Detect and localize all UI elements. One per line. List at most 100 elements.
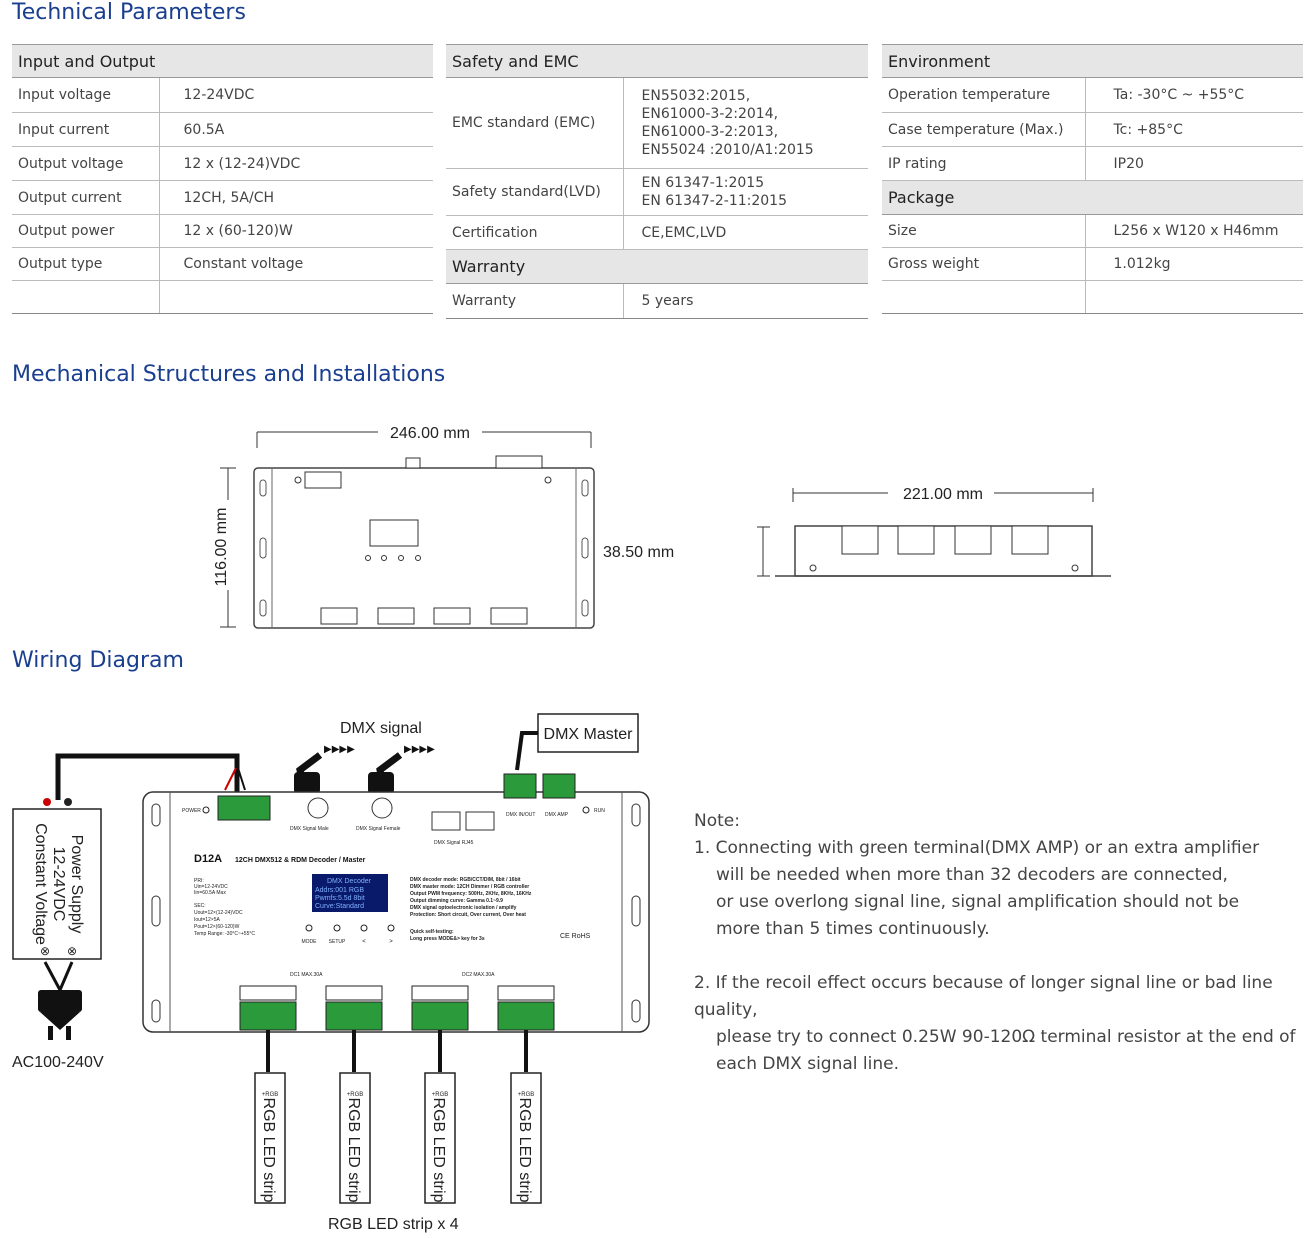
strip-count-label: RGB LED strip x 4 <box>328 1216 459 1233</box>
width-dimension: 246.00 mm <box>390 425 470 442</box>
svg-text:DMX Signal Male: DMX Signal Male <box>290 826 329 832</box>
output-terminal <box>497 985 555 1031</box>
psu-line: 12-24VDC <box>50 847 67 922</box>
svg-text:Iin=60.5A Max: Iin=60.5A Max <box>194 890 226 896</box>
io-value: 12 x (60-120)W <box>159 214 433 248</box>
mechanical-drawing: 246.00 mm 116.00 mm 38.50 mm 221.00 mm <box>213 425 1111 629</box>
svg-text:Protection: Short circuit, Ove: Protection: Short circuit, Over current,… <box>410 912 526 918</box>
emc-label: EMC standard (EMC) <box>446 77 624 169</box>
svg-text:DMX IN/OUT: DMX IN/OUT <box>506 812 535 818</box>
depth-dimension: 38.50 mm <box>603 544 674 561</box>
power-supply <box>12 808 102 960</box>
io-label: Output voltage <box>12 146 160 181</box>
io-label: Output power <box>12 214 160 248</box>
left-button[interactable] <box>360 924 368 932</box>
svg-text:Temp Range: -30°C~+55°C: Temp Range: -30°C~+55°C <box>194 931 255 937</box>
note-block: Note: 1. Connecting with green terminal(… <box>694 808 1312 1078</box>
d12a-device <box>142 791 650 1033</box>
technical-parameters-title: Technical Parameters <box>12 0 246 25</box>
warranty-value: 5 years <box>623 283 868 319</box>
dmx-signal-label: DMX signal <box>340 720 422 737</box>
svg-text:Pout=12×(60-120)W: Pout=12×(60-120)W <box>194 924 240 930</box>
io-label: Input voltage <box>12 77 160 113</box>
mode-button[interactable] <box>305 924 313 932</box>
svg-text:Output PWM frequency: 500Hz, 2: Output PWM frequency: 500Hz, 2KHz, 8KHz,… <box>410 891 532 897</box>
svg-text:⊗: ⊗ <box>67 944 77 958</box>
cert-label: Certification <box>446 215 624 250</box>
svg-text:SEC:: SEC: <box>194 903 206 909</box>
svg-text:Curve:Standard: Curve:Standard <box>315 903 364 910</box>
model-description: 12CH DMX512 & RDM Decoder / Master <box>235 857 366 864</box>
device-top-view <box>253 467 595 629</box>
psu-positive-terminal <box>43 798 51 806</box>
svg-text:+RGB: +RGB <box>262 1092 279 1098</box>
psu-line: Constant Voltage <box>32 823 49 945</box>
note-title: Note: <box>694 811 740 831</box>
safety-emc-table: Safety and EMC EMC standard (EMC) EN5503… <box>446 44 868 319</box>
env-label: IP rating <box>882 146 1086 181</box>
wiring-title: Wiring Diagram <box>12 648 184 673</box>
io-label: Input current <box>12 112 160 147</box>
svg-text:Iout=12×5A: Iout=12×5A <box>194 917 221 923</box>
svg-text:MODE: MODE <box>302 939 318 945</box>
height-dimension: 116.00 mm <box>213 508 230 587</box>
svg-text:Output dimming curve: Gamma 0.: Output dimming curve: Gamma 0.1~9.9 <box>410 898 503 904</box>
io-label: Output type <box>12 247 160 281</box>
side-width-dimension: 221.00 mm <box>903 486 983 503</box>
svg-text:DMX decoder mode: RGB/CCT/DIM,: DMX decoder mode: RGB/CCT/DIM, 8bit / 16… <box>410 877 521 883</box>
env-value: L256 x W120 x H46mm <box>1085 214 1303 248</box>
warranty-header: Warranty <box>446 249 868 284</box>
svg-text:▶▶▶▶: ▶▶▶▶ <box>404 744 435 755</box>
io-label: Output current <box>12 180 160 215</box>
svg-text:RGB LED strip: RGB LED strip <box>260 1098 277 1203</box>
svg-text:DMX AMP: DMX AMP <box>545 812 569 818</box>
svg-text:DMX Signal RJ45: DMX Signal RJ45 <box>434 840 474 846</box>
cert-value: CE,EMC,LVD <box>623 215 868 250</box>
dmx-inout-terminal <box>503 773 537 799</box>
run-led-label: RUN <box>594 808 605 814</box>
io-value: 60.5A <box>159 112 433 147</box>
feature-list: DMX decoder mode: RGB/CCT/DIM, 8bit / 16… <box>410 877 532 942</box>
svg-text:+RGB: +RGB <box>432 1092 449 1098</box>
svg-text:DMX Decoder: DMX Decoder <box>327 878 372 885</box>
note-item-2: 2. If the recoil effect occurs because o… <box>694 973 1296 1074</box>
output-terminal <box>411 985 469 1031</box>
environment-header: Environment <box>882 44 1303 78</box>
env-value: Ta: -30°C ~ +55°C <box>1085 77 1303 113</box>
env-label: Operation temperature <box>882 77 1086 113</box>
io-value: 12CH, 5A/CH <box>159 180 433 215</box>
dc1-label: DC1 MAX.30A <box>290 972 323 978</box>
rgb-led-strip: +RGB RGB LED strip <box>424 1072 456 1204</box>
io-value: Constant voltage <box>159 247 433 281</box>
rj45-port <box>465 811 495 831</box>
svg-text:RGB LED strip: RGB LED strip <box>516 1098 533 1203</box>
io-value: 12 x (12-24)VDC <box>159 146 433 181</box>
svg-text:⊗: ⊗ <box>40 944 50 958</box>
package-header: Package <box>882 180 1303 215</box>
psu-negative-terminal <box>64 798 72 806</box>
oled-screen <box>312 874 388 912</box>
power-led-label: POWER <box>182 808 201 814</box>
note-item-1: 1. Connecting with green terminal(DMX AM… <box>694 838 1260 939</box>
rgb-led-strip: +RGB RGB LED strip <box>254 1072 286 1204</box>
mechanical-title: Mechanical Structures and Installations <box>12 362 446 387</box>
output-terminal <box>239 985 297 1031</box>
svg-text:DMX Signal Female: DMX Signal Female <box>356 826 401 832</box>
svg-text:Addrs:001 RGB: Addrs:001 RGB <box>315 887 364 894</box>
power-terminal <box>217 795 271 821</box>
lvd-label: Safety standard(LVD) <box>446 168 624 216</box>
io-value: 12-24VDC <box>159 77 433 113</box>
psu-line: Power Supply <box>68 835 85 934</box>
right-button[interactable] <box>387 924 395 932</box>
model-name: D12A <box>194 853 222 865</box>
setup-button[interactable] <box>333 924 341 932</box>
svg-text:Uout=12×(12-24)VDC: Uout=12×(12-24)VDC <box>194 910 243 916</box>
svg-text:+RGB: +RGB <box>518 1092 535 1098</box>
svg-text:PRI:: PRI: <box>194 878 204 884</box>
emc-values: EN55032:2015,EN61000-3-2:2014,EN61000-3-… <box>623 77 868 169</box>
svg-text:Pwmfs:5.5d 8bit: Pwmfs:5.5d 8bit <box>315 895 365 902</box>
svg-text:RGB LED strip: RGB LED strip <box>345 1098 362 1203</box>
